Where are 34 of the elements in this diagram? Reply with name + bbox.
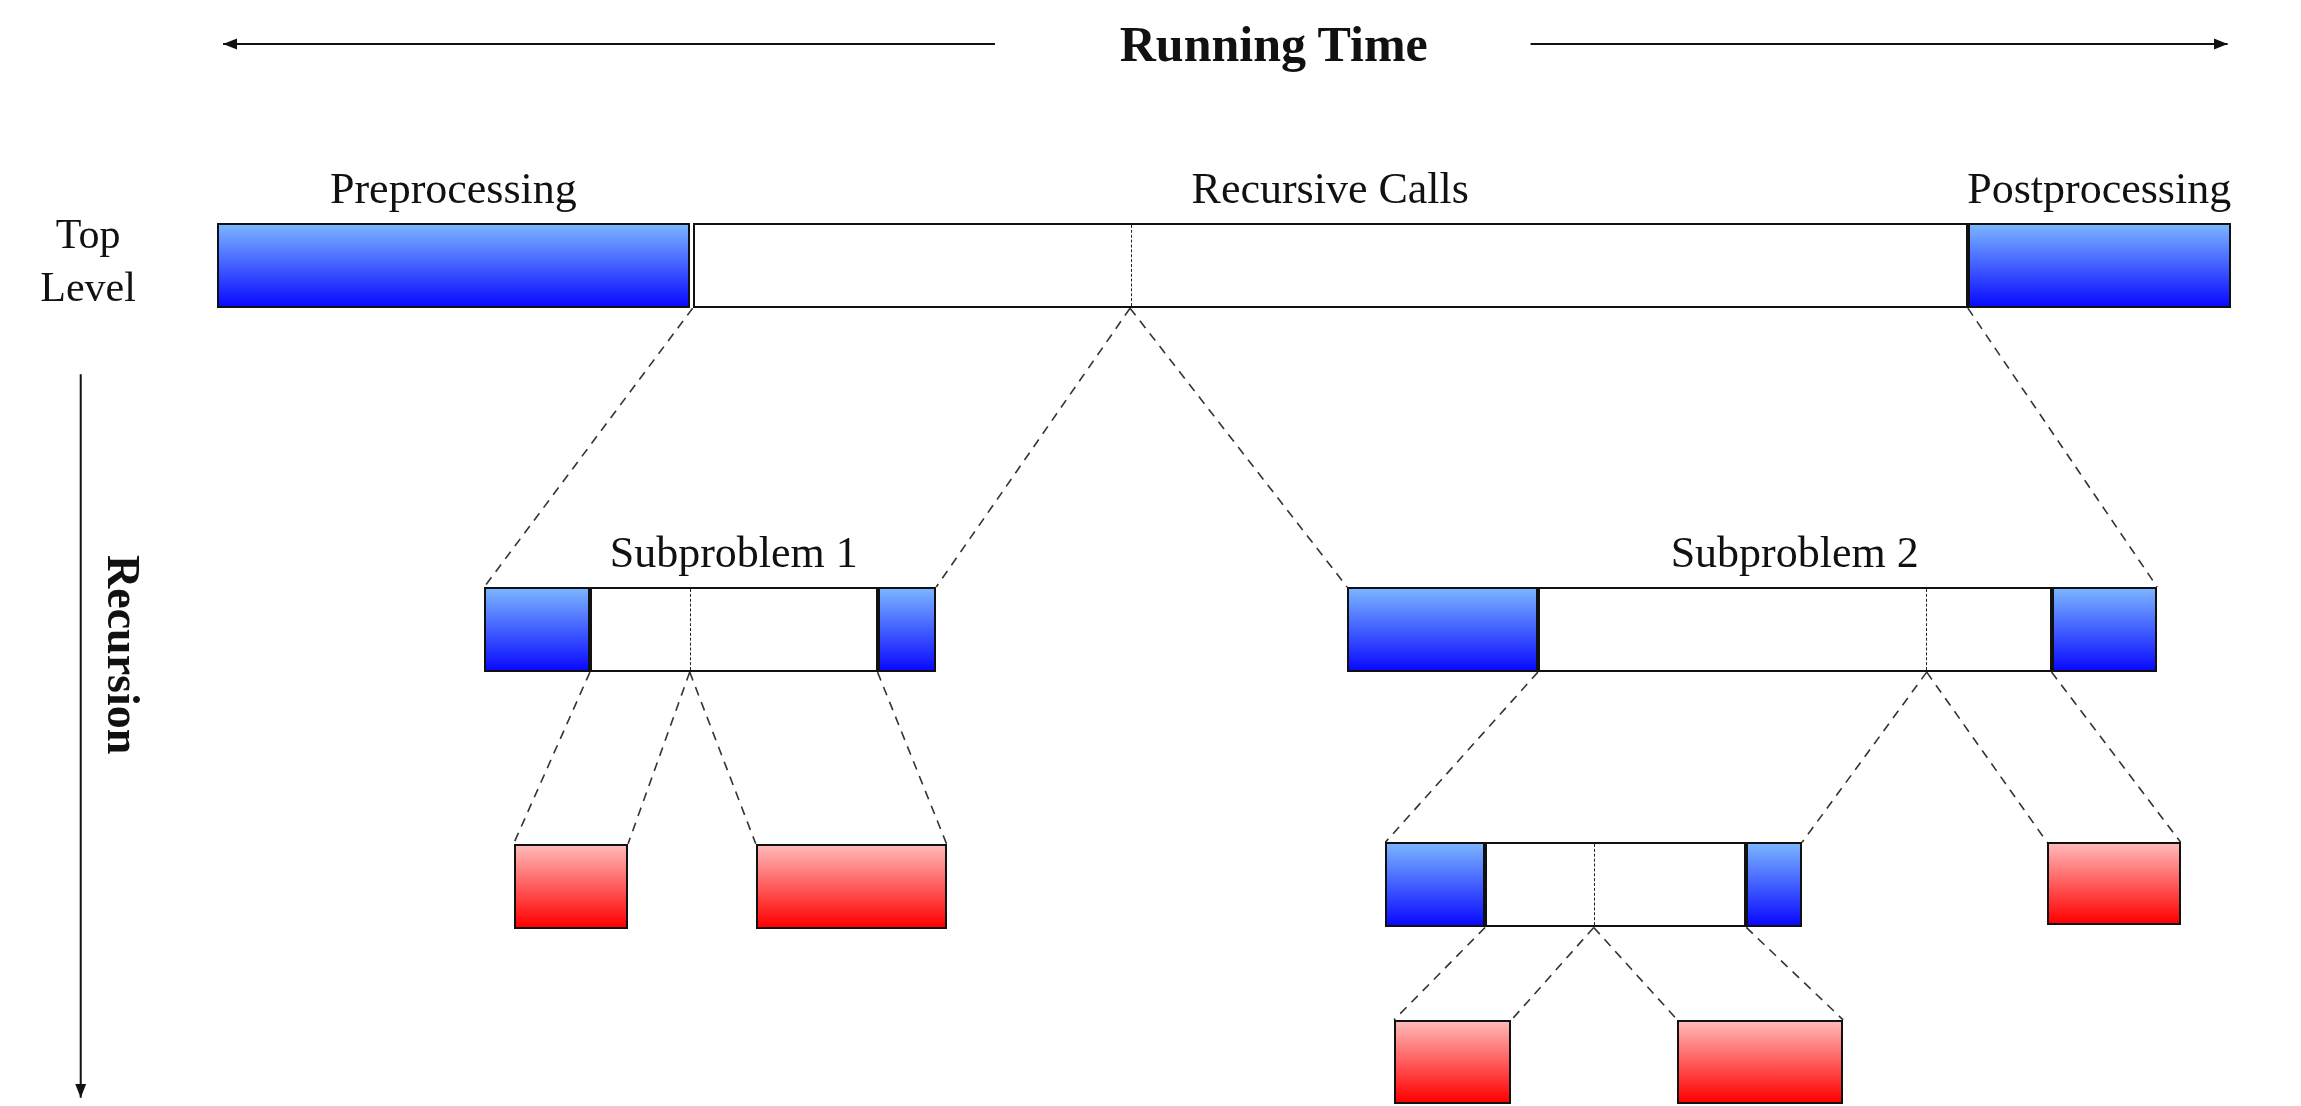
base-case-bar (755, 843, 947, 929)
base-case-bar (513, 843, 629, 929)
dashed-connector (1925, 671, 2048, 844)
dashed-connector (627, 671, 691, 845)
recursive-call-bar (1485, 842, 1747, 928)
dashed-connector (1384, 671, 1539, 844)
dashed-connector (935, 307, 1131, 588)
bar-label: Subproblem 1 (609, 528, 858, 577)
processing-bar (1746, 842, 1803, 928)
dashed-connector (1129, 307, 1348, 588)
dashed-connector (1745, 926, 1844, 1021)
processing-bar (1347, 587, 1538, 673)
base-case-bar (1394, 1019, 1512, 1104)
bar-label: Postprocessing (1967, 164, 2232, 214)
processing-bar (877, 587, 937, 673)
processing-bar (2051, 587, 2158, 673)
bar-label: Recursive Calls (1191, 164, 1469, 214)
dashed-connector (483, 307, 694, 588)
axis-title: Running Time (1119, 15, 1428, 73)
bar-label: Preprocessing (330, 164, 577, 214)
dashed-connector (1967, 307, 2158, 588)
dashed-connector (688, 671, 757, 845)
dashed-connector (2050, 671, 2182, 844)
base-case-bar (1677, 1019, 1844, 1104)
dashed-connector (1510, 926, 1595, 1021)
base-case-bar (2047, 842, 2181, 925)
dashed-connector (1393, 926, 1486, 1021)
bar-label: Subproblem 2 (1670, 528, 1919, 577)
processing-bar (1385, 842, 1486, 928)
dashed-connector (876, 671, 948, 845)
axis-title: Recursion (96, 554, 150, 755)
row-label: Top Level (39, 210, 137, 312)
processing-bar (484, 587, 590, 673)
dashed-connector (1801, 671, 1928, 844)
